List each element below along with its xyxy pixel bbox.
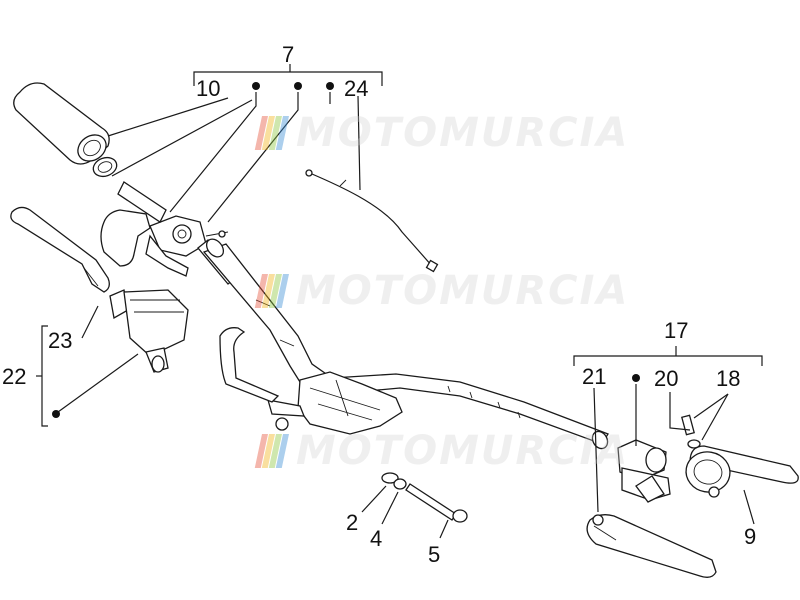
watermark-stripe — [261, 116, 275, 150]
label-5: 5 — [428, 542, 440, 567]
svg-text:MOTOMURCIA: MOTOMURCIA — [296, 428, 629, 474]
label-17: 17 — [664, 318, 688, 343]
throttle-cable — [305, 169, 439, 273]
watermark-stripe — [261, 274, 275, 308]
right-brake-pump — [617, 414, 701, 503]
watermark-stripe — [268, 434, 282, 468]
watermark-stripe — [254, 274, 268, 308]
bullet-dots — [52, 82, 640, 418]
watermark-stripe — [261, 434, 275, 468]
leader-lines — [36, 64, 763, 539]
label-2: 2 — [346, 510, 358, 535]
right-grip — [685, 445, 799, 498]
right-brake-lever — [586, 514, 717, 578]
svg-text:MOTOMURCIA: MOTOMURCIA — [296, 110, 629, 156]
label-10: 10 — [196, 76, 220, 101]
label-23: 23 — [48, 328, 72, 353]
label-7: 7 — [282, 42, 294, 67]
watermark-bottom: MOTOMURCIA — [254, 428, 629, 474]
watermark-stripe — [254, 434, 268, 468]
label-18: 18 — [716, 366, 740, 391]
handlebar-clamp — [219, 327, 403, 435]
label-20: 20 — [654, 366, 678, 391]
watermark-stripe — [268, 274, 282, 308]
watermark-stripe — [275, 116, 289, 150]
label-24: 24 — [344, 76, 368, 101]
label-21: 21 — [582, 364, 606, 389]
watermark-top: MOTOMURCIA — [254, 110, 629, 156]
label-4: 4 — [370, 526, 382, 551]
left-grip — [13, 82, 110, 165]
label-22: 22 — [2, 364, 26, 389]
watermark-stripe — [275, 434, 289, 468]
watermark-stripe — [254, 116, 268, 150]
label-9: 9 — [744, 524, 756, 549]
watermark-stripe — [268, 116, 282, 150]
left-brake-lever — [10, 206, 110, 293]
bolt-set — [381, 472, 468, 523]
left-switch-housing — [100, 209, 229, 277]
watermark-middle: MOTOMURCIA — [254, 268, 629, 314]
callout-labels: 7 10 24 22 23 17 21 20 18 9 2 4 5 — [2, 42, 756, 567]
watermark-stripe — [275, 274, 289, 308]
svg-text:MOTOMURCIA: MOTOMURCIA — [296, 268, 629, 314]
left-master-cylinder — [109, 289, 189, 373]
grip-ring — [92, 156, 118, 178]
